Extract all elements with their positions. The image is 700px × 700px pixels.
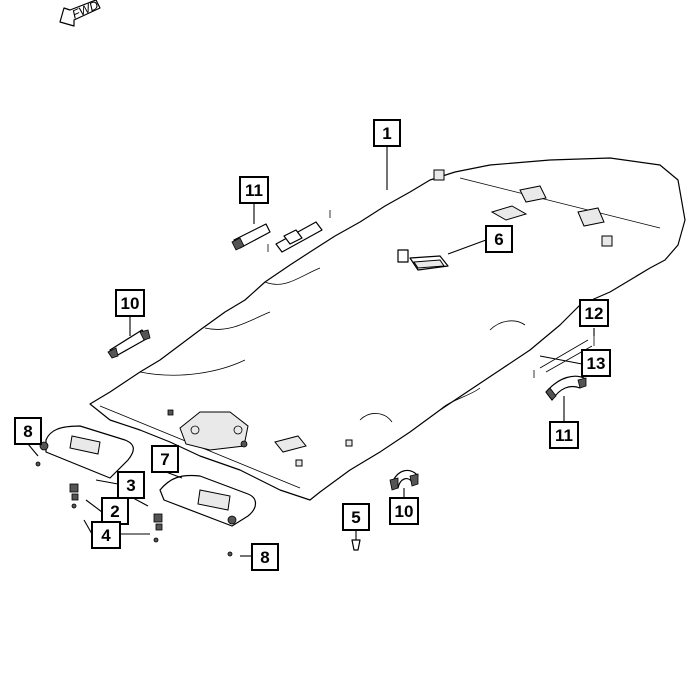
- part-5-clip: [351, 539, 361, 551]
- callout-4: 4: [91, 521, 121, 549]
- grab-handle-right: [545, 375, 587, 401]
- leader-lines: [27, 146, 595, 557]
- callout-7: 7: [151, 445, 179, 473]
- callout-6-label: 6: [494, 230, 503, 249]
- part-6-bracket: [397, 249, 449, 271]
- sun-visor-left: [35, 425, 134, 479]
- callout-8-lower: 8: [251, 543, 279, 571]
- callout-10-lower: 10: [389, 497, 419, 525]
- callout-6: 6: [485, 225, 513, 253]
- sun-visor-right: [159, 474, 257, 557]
- callout-10-left: 10: [115, 289, 145, 317]
- callout-7-label: 7: [160, 450, 169, 469]
- callout-1-label: 1: [382, 124, 391, 143]
- callout-12-label: 12: [585, 304, 604, 323]
- callout-5-label: 5: [351, 508, 360, 527]
- callout-13-label: 13: [587, 354, 606, 373]
- callout-5: 5: [342, 503, 370, 531]
- fwd-label: FWD: [70, 0, 101, 22]
- callout-8-lower-label: 8: [260, 548, 269, 567]
- callout-3-label: 3: [126, 476, 135, 495]
- forward-arrow-icon: FWD: [59, 0, 101, 27]
- grab-handle-upper: [231, 210, 331, 253]
- headliner-panel: [89, 157, 686, 501]
- grab-handle-lower: [389, 469, 419, 491]
- callout-3: 3: [117, 471, 145, 499]
- callout-8-left: 8: [14, 417, 42, 445]
- callout-13: 13: [581, 349, 611, 377]
- callout-11-upper: 11: [239, 176, 269, 204]
- callout-10-left-label: 10: [121, 294, 140, 313]
- callout-11-right: 11: [549, 421, 579, 449]
- callout-12: 12: [579, 299, 609, 327]
- callout-10-lower-label: 10: [395, 502, 414, 521]
- callout-2-label: 2: [110, 502, 119, 521]
- callout-11-upper-label: 11: [245, 181, 263, 200]
- callout-1: 1: [373, 119, 401, 147]
- grab-handle-left: [107, 329, 151, 359]
- visor-clips: [69, 483, 163, 543]
- callout-11-right-label: 11: [555, 426, 573, 445]
- callout-2: 2: [101, 497, 129, 525]
- callout-4-label: 4: [101, 526, 111, 545]
- callout-8-left-label: 8: [23, 422, 32, 441]
